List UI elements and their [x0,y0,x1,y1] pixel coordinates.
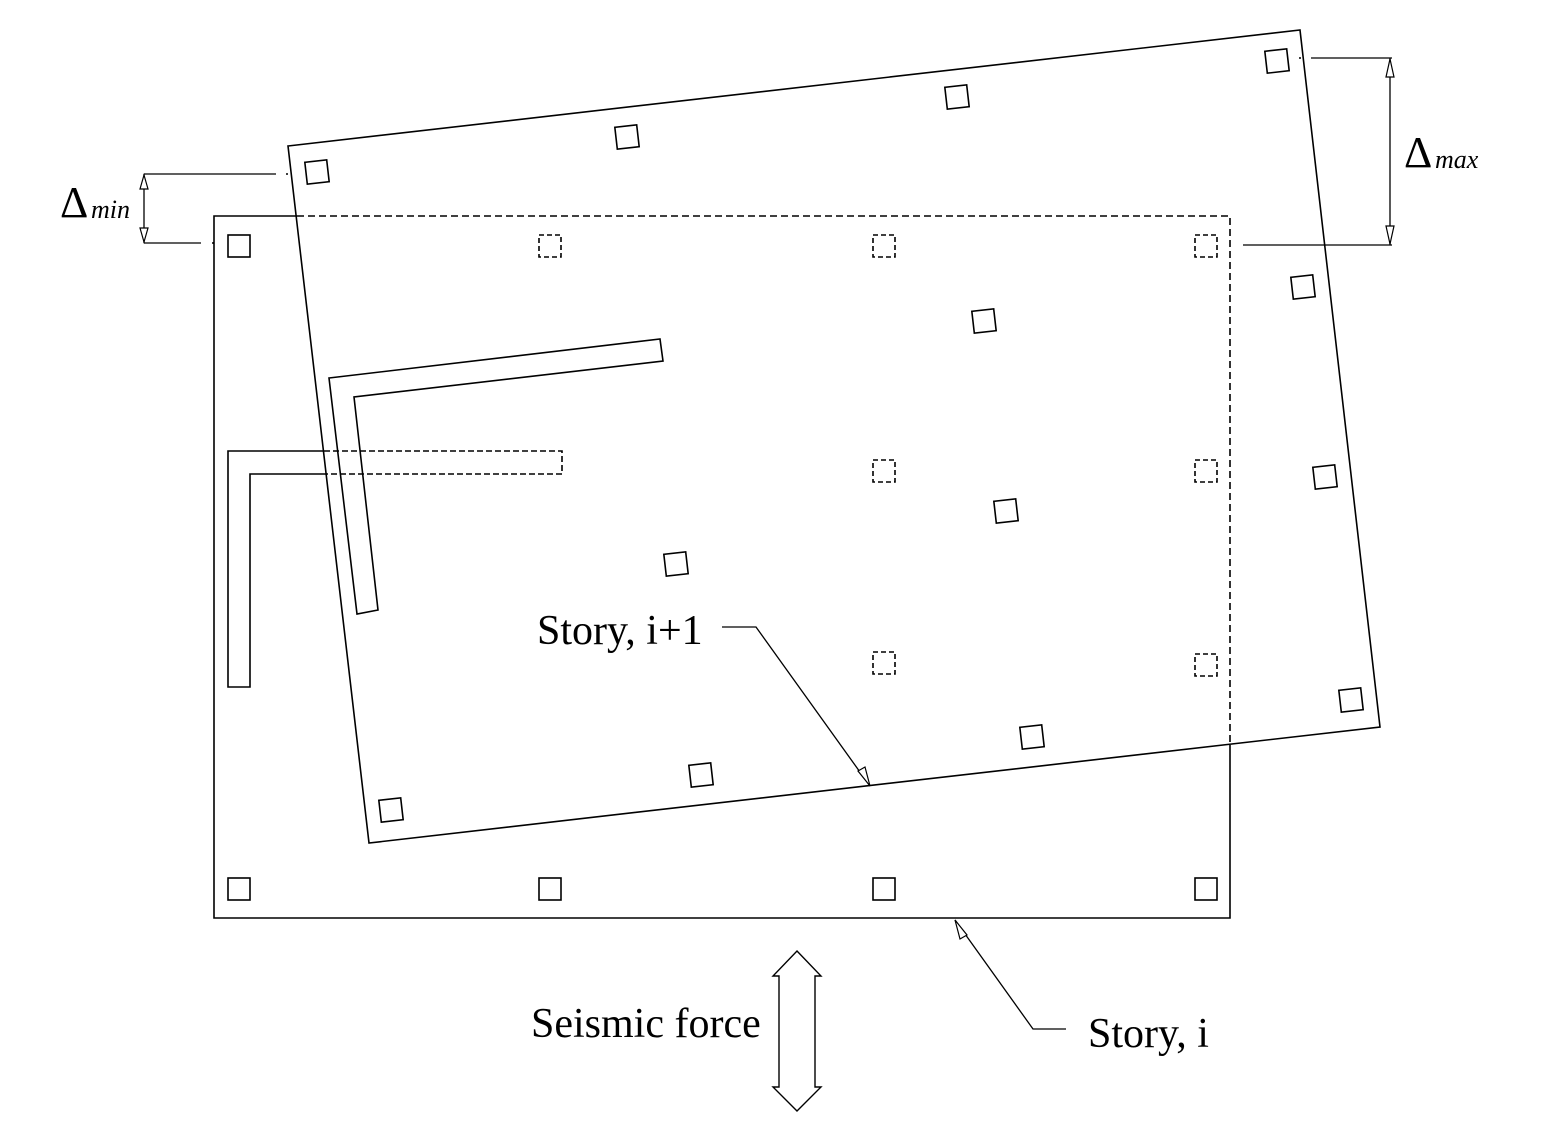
story-i-shear-wall [227,450,563,688]
wall-hidden [324,450,563,475]
wall-solid [227,450,326,688]
delta-min-dimension [139,172,288,245]
column-hidden [872,234,896,258]
story-i-plus-1-leader [722,626,871,787]
column-hidden [538,234,562,258]
arrow-down-icon [1385,225,1395,245]
column [1311,463,1339,491]
column [662,550,690,578]
story-i-plus-1-outline [287,29,1381,844]
column [1018,723,1046,751]
column-hidden [872,459,896,483]
column-hidden [1194,234,1218,258]
story-i-plus-1-slab [287,29,1381,844]
column [1194,877,1218,901]
story-i-outline-solid [213,215,1231,919]
seismic-force-label: Seismic force [531,1001,761,1047]
story-i-label: Story, i [1088,1011,1209,1057]
column [538,877,562,901]
story-i-leader [954,919,1066,1030]
story-i-plus-1-label: Story, i+1 [537,608,703,654]
column [687,761,715,789]
leader-arrow-icon [857,766,871,787]
column [1289,273,1317,301]
story-i-plus-1-columns [303,47,1365,824]
column [227,234,251,258]
column [1263,47,1291,75]
seismic-force-double-arrow-icon [771,949,823,1112]
column [613,123,641,151]
story-i-columns [227,234,1218,901]
column [992,497,1020,525]
leader-arrow-icon [954,919,968,940]
delta-max-dimension [1243,57,1395,246]
column [377,796,405,824]
column-hidden [1194,459,1218,483]
arrow-up-icon [139,172,149,190]
column-hidden [872,651,896,675]
column [1337,686,1365,714]
column [872,877,896,901]
delta-max-subscript: max [1435,145,1479,174]
delta-min-subscript: min [91,195,130,224]
story-i-plus-1-shear-wall [328,338,664,615]
column [943,83,971,111]
arrow-up-icon [1385,58,1395,78]
leader-line [954,919,1066,1030]
story-i-outline-hidden [297,215,1231,745]
leader-line [722,626,871,787]
column [970,307,998,335]
story-i-slab [213,215,1231,919]
column [303,158,331,186]
delta-min-symbol: Δ [60,178,88,227]
arrow-down-icon [139,227,149,245]
column [227,877,251,901]
column-hidden [1194,653,1218,677]
delta-max-symbol: Δ [1404,128,1432,177]
